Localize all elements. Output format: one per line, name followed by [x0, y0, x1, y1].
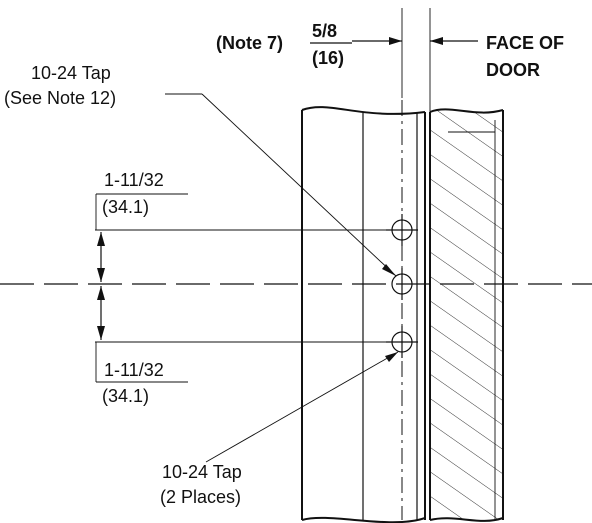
face-of-door-label-line2: DOOR: [486, 60, 540, 80]
tap-top-note: (See Note 12): [4, 88, 116, 108]
face-of-door-label: FACE OF: [486, 33, 564, 53]
leader-top-tap: [165, 93, 397, 277]
door-section: [429, 108, 504, 522]
tap-bottom-note: (2 Places): [160, 487, 241, 507]
frame-break-line: [301, 106, 426, 115]
tap-hole-center: [391, 268, 413, 300]
tap-top-label: 10-24 Tap: [31, 63, 111, 83]
note7-prefix: (Note 7): [216, 33, 283, 53]
note7-fraction-bottom: (16): [312, 48, 344, 68]
hole-spacing-dimension-arrows: [97, 232, 105, 340]
upper-dim-metric: (34.1): [102, 197, 149, 217]
frame-bottom-break: [301, 516, 426, 523]
lower-dim-metric: (34.1): [102, 386, 149, 406]
tap-bottom-label: 10-24 Tap: [162, 462, 242, 482]
leader-bottom-tap: [205, 351, 399, 463]
tap-hole-top: [386, 214, 418, 246]
tap-hole-bottom: [386, 326, 418, 358]
backset-dimension-arrows: [352, 37, 478, 45]
lower-dim-fraction: 1-11/32: [104, 360, 164, 380]
note7-fraction-top: 5/8: [312, 21, 337, 41]
upper-dim-fraction: 1-11/32: [104, 170, 164, 190]
